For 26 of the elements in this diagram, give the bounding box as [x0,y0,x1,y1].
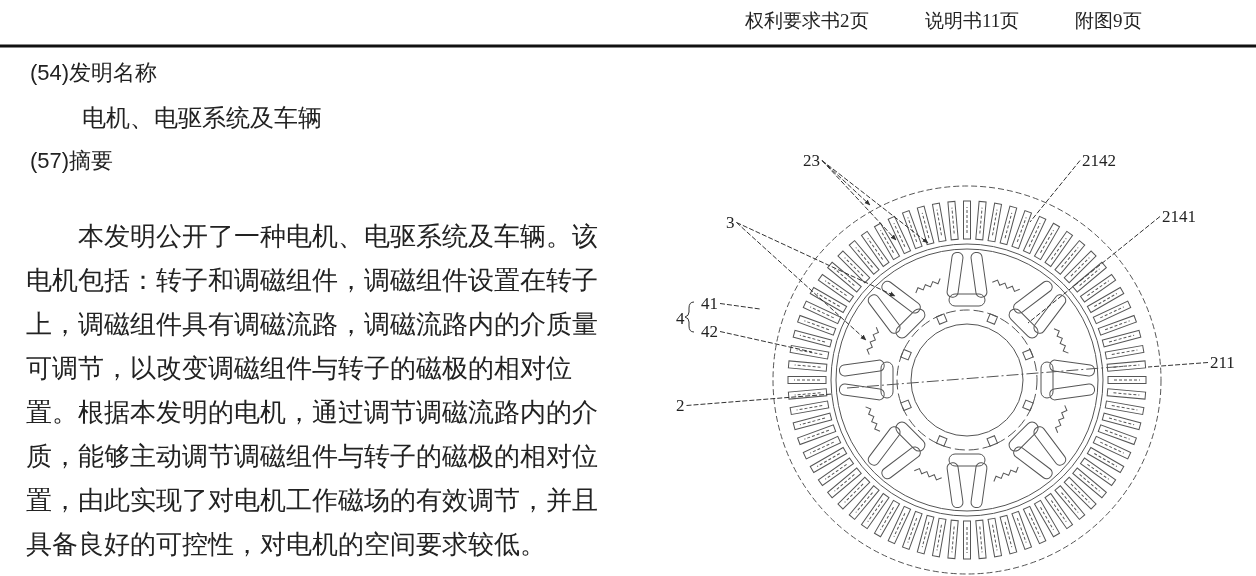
callout-number: 42 [701,323,718,340]
callout-number: 3 [726,214,735,231]
leader-line [719,303,761,310]
callout-number: 2142 [1082,152,1116,169]
callout-number: 2 [676,397,685,414]
leader-line [736,222,867,341]
leader-line [736,222,896,297]
section-heading: (57)摘要 [30,147,114,175]
leader-line [686,393,833,406]
callout-number: 23 [803,152,820,169]
leader-line [1147,362,1209,368]
leader-line [821,160,929,244]
leader-line [719,331,813,353]
section-heading: (54)发明名称 [30,59,158,87]
callout-number: 41 [701,295,718,312]
callout-number: 4 [676,309,685,329]
leader-line [821,160,897,241]
leader-line [1029,160,1081,223]
callout-number: 211 [1210,354,1235,371]
invention-title: 电机、电驱系统及车辆 [82,104,322,133]
header-page-count: 说明书11页 [925,9,1020,33]
callout-number: 2141 [1162,208,1196,225]
leader-line [1027,216,1161,324]
abstract-paragraph: 本发明公开了一种电机、电驱系统及车辆。该电机包括：转子和调磁组件，调磁组件设置在转子上，调磁组件具有调磁流路，调磁流路内的介质量可调节，以改变调磁组件与转子的磁极的相对位置。根据本发明的电机，通过调节调磁流路内的介质，能够主动调节调磁组件与转子的磁极的相对位置，由此实现了对电机工作磁场的有效调节，并且具备良好的可控性，对电机的空间要求较低。 [26,221,599,561]
header-page-count: 权利要求书2页 [745,9,869,33]
header-page-count: 附图9页 [1075,9,1142,33]
